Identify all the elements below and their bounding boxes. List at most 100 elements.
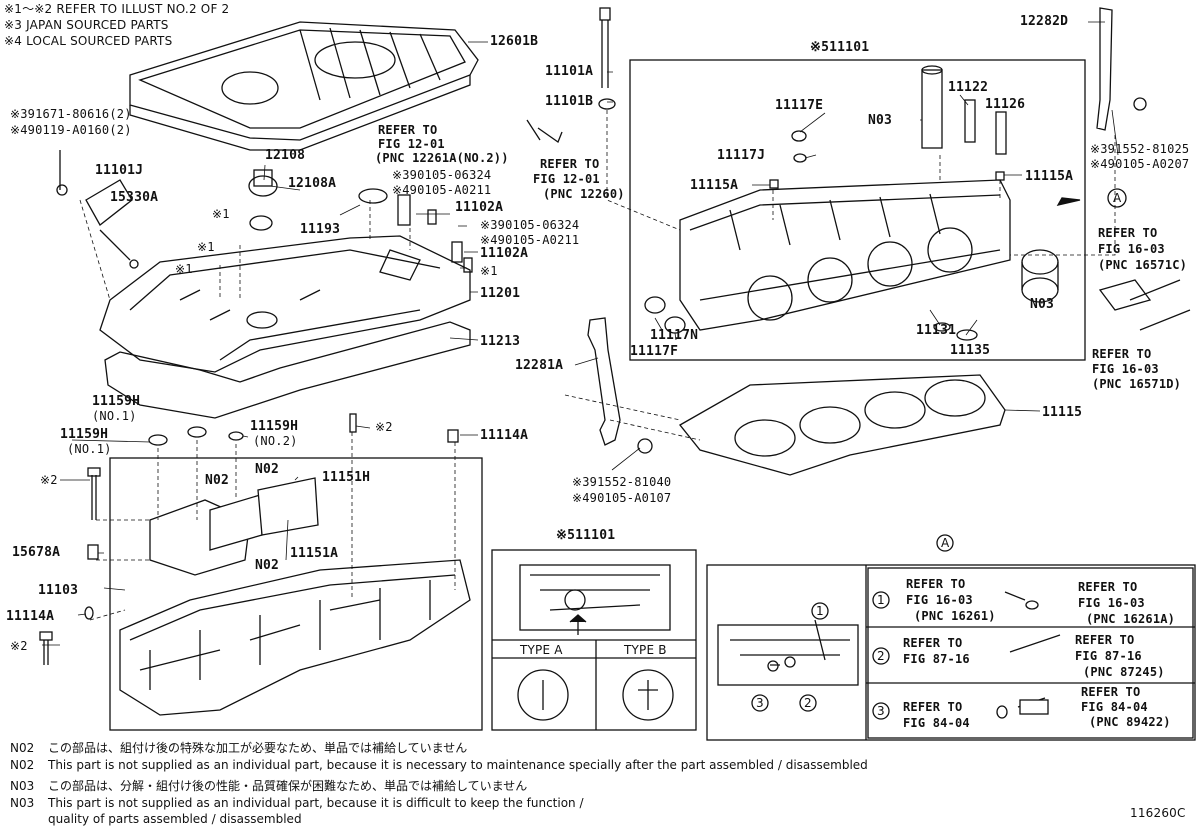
refer-fig12-01-a-1[interactable]: REFER TO (378, 123, 438, 137)
cam-housing-box (109, 457, 483, 731)
refer-fig12-01-b-2[interactable]: FIG 12-01 (533, 172, 600, 186)
refer-fig16-03-b-2[interactable]: FIG 16-03 (1092, 362, 1159, 376)
inset-cylinder-head-type (491, 549, 697, 731)
part-N02-c[interactable]: N02 (255, 558, 280, 573)
footnote-text: This part is not supplied as an individu… (48, 758, 868, 772)
refer-fig16-03-a-1[interactable]: REFER TO (1098, 226, 1158, 240)
part-11159H-no2[interactable]: 11159H (250, 419, 299, 434)
part-11159H-no1-a[interactable]: 11159H (92, 394, 141, 409)
footnote-5: quality of parts assembled / disassemble… (10, 812, 302, 826)
refer-fig12-01-a-3: (PNC 12261A(NO.2)) (375, 151, 509, 165)
part-N02-a[interactable]: N02 (255, 462, 280, 477)
refer-fig16-03-b-3: (PNC 16571D) (1092, 377, 1182, 391)
refer-fig16-03-a-3: (PNC 16571C) (1098, 258, 1188, 272)
part-11117N[interactable]: 11117N (650, 328, 699, 343)
type-a-label: TYPE A (520, 643, 563, 657)
part-11151A[interactable]: 11151A (290, 546, 339, 561)
r2-left-1[interactable]: REFER TO (903, 636, 963, 650)
r3-left-1[interactable]: REFER TO (903, 700, 963, 714)
footnote-3: N03 この部品は、分解・組付け後の性能・品質確保が困難なため、単品では補給してい… (10, 777, 527, 794)
ref-490119-A0160: ※490119-A0160(2) (10, 123, 132, 137)
r3-left-2[interactable]: FIG 84-04 (903, 716, 970, 730)
small-hardware (39, 7, 616, 665)
part-N03-top[interactable]: N03 (868, 113, 893, 128)
part-12108[interactable]: 12108 (265, 148, 306, 163)
ref-490105-A0107: ※490105-A0107 (572, 491, 672, 505)
diagram-code: 116260C (1130, 806, 1186, 820)
r3-right-1[interactable]: REFER TO (1081, 685, 1141, 699)
part-11102A-b[interactable]: 11102A (480, 246, 529, 261)
refer-fig16-03-a-2[interactable]: FIG 16-03 (1098, 242, 1165, 256)
r1-left-1[interactable]: REFER TO (906, 577, 966, 591)
gasket-11213 (104, 321, 471, 419)
header-note-1: ※1～※2 REFER TO ILLUST NO.2 OF 2 (4, 2, 230, 16)
part-11117J[interactable]: 11117J (717, 148, 766, 163)
footnote-code: N03 (10, 779, 35, 793)
part-N02-b[interactable]: N02 (205, 473, 230, 488)
ref-390105-06324-2: ※390105-06324 (480, 218, 580, 232)
part-11135[interactable]: 11135 (950, 343, 991, 358)
r2-right-2[interactable]: FIG 87-16 (1075, 649, 1142, 663)
refer-fig12-01-b-3: (PNC 12260) (543, 187, 625, 201)
note-x2-b: ※2 (40, 473, 58, 487)
part-11213[interactable]: 11213 (480, 334, 521, 349)
r2-right-3: (PNC 87245) (1083, 665, 1165, 679)
ref-391552-81025: ※391552-81025 (1090, 142, 1190, 156)
ref-490105-A0211-1: ※490105-A0211 (392, 183, 492, 197)
r1-right-1[interactable]: REFER TO (1078, 580, 1138, 594)
r3-right-2[interactable]: FIG 84-04 (1081, 700, 1148, 714)
inset-A (706, 564, 1196, 741)
part-15330A[interactable]: 15330A (110, 190, 159, 205)
bracket-12281A (587, 317, 621, 446)
part-11101A-bolt[interactable]: 11101A (545, 64, 594, 79)
bracket-12282D (1096, 7, 1113, 131)
header-note-2: ※3 JAPAN SOURCED PARTS (4, 18, 169, 32)
part-11159H-no1-b[interactable]: 11159H (60, 427, 109, 442)
part-11114A-a[interactable]: 11114A (480, 428, 529, 443)
r1-right-2[interactable]: FIG 16-03 (1078, 596, 1145, 610)
part-11103[interactable]: 11103 (38, 583, 79, 598)
part-N03-mid[interactable]: N03 (1030, 297, 1055, 312)
leader-lines (42, 21, 1119, 646)
part-11101J[interactable]: 11101J (95, 163, 144, 178)
head-gasket-11115 (679, 374, 1006, 476)
footnote-text: この部品は、分解・組付け後の性能・品質確保が困難なため、単品では補給していません (48, 779, 528, 793)
part-11151H[interactable]: 11151H (322, 470, 371, 485)
part-11115[interactable]: 11115 (1042, 405, 1083, 420)
part-11201[interactable]: 11201 (480, 286, 521, 301)
part-11101B[interactable]: 11101B (545, 94, 594, 109)
part-11102A-a[interactable]: 11102A (455, 200, 504, 215)
refer-fig16-03-b-1[interactable]: REFER TO (1092, 347, 1152, 361)
part-12281A[interactable]: 12281A (515, 358, 564, 373)
callout-circles (751, 188, 1127, 720)
part-11115A-left[interactable]: 11115A (690, 178, 739, 193)
type-b-label: TYPE B (624, 643, 667, 657)
ref-390105-06324-1: ※390105-06324 (392, 168, 492, 182)
part-11117E[interactable]: 11117E (775, 98, 824, 113)
part-11115A-right[interactable]: 11115A (1025, 169, 1074, 184)
refer-fig12-01-b-1[interactable]: REFER TO (540, 157, 600, 171)
part-511101[interactable]: ※511101 (810, 40, 870, 55)
part-11114A-b[interactable]: 11114A (6, 609, 55, 624)
part-11126[interactable]: 11126 (985, 97, 1026, 112)
row-circle-3: 3 (877, 704, 885, 718)
part-11122[interactable]: 11122 (948, 80, 989, 95)
refer-fig12-01-a-2[interactable]: FIG 12-01 (378, 137, 445, 151)
part-15678A[interactable]: 15678A (12, 545, 61, 560)
label-no1-a: (NO.1) (92, 409, 137, 423)
r1-left-2[interactable]: FIG 16-03 (906, 593, 973, 607)
part-12108A[interactable]: 12108A (288, 176, 337, 191)
label-no2: (NO.2) (253, 434, 298, 448)
part-11193[interactable]: 11193 (300, 222, 341, 237)
part-11117F[interactable]: 11117F (630, 344, 679, 359)
part-12282D[interactable]: 12282D (1020, 14, 1069, 29)
r2-right-1[interactable]: REFER TO (1075, 633, 1135, 647)
part-12601B[interactable]: 12601B (490, 34, 539, 49)
part-11131[interactable]: 11131 (916, 323, 957, 338)
r2-left-2[interactable]: FIG 87-16 (903, 652, 970, 666)
note-x1-b: ※1 (197, 240, 215, 254)
